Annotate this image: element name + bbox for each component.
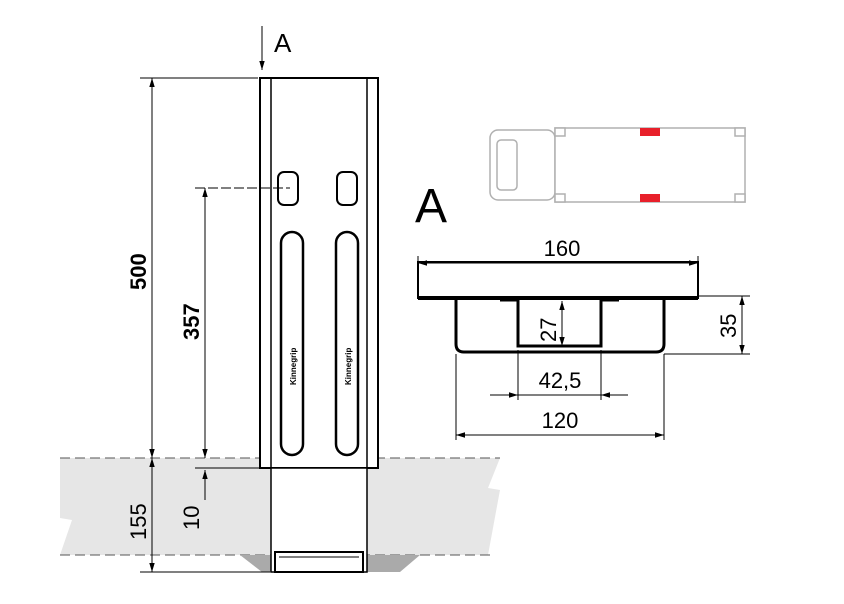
post-dimensions: 500 155 357 10 [126,77,290,573]
post-front-view: Kinnegrip Kinnegrip [259,77,379,573]
handle-left [279,230,305,457]
handle-right [334,230,360,457]
section-title: A [415,180,447,233]
dim-35: 35 [716,314,741,338]
dim-500: 500 [126,253,151,290]
handle-brand-right: Kinnegrip [344,348,353,385]
dim-155: 155 [126,503,151,540]
dim-10: 10 [179,506,204,530]
dim-27: 27 [536,318,561,342]
profile-section [417,261,699,354]
dim-357: 357 [179,303,204,340]
section-dimensions: 160 27 35 42,5 120 [417,236,750,440]
dim-120: 120 [542,408,579,433]
dim-42-5: 42,5 [539,368,582,393]
view-marker-a: A [259,26,292,70]
slot-right [336,171,358,206]
svg-text:A: A [274,28,292,58]
dim-160: 160 [544,236,581,261]
truck-top-view-icon [489,127,746,203]
handle-brand-left: Kinnegrip [289,348,298,385]
